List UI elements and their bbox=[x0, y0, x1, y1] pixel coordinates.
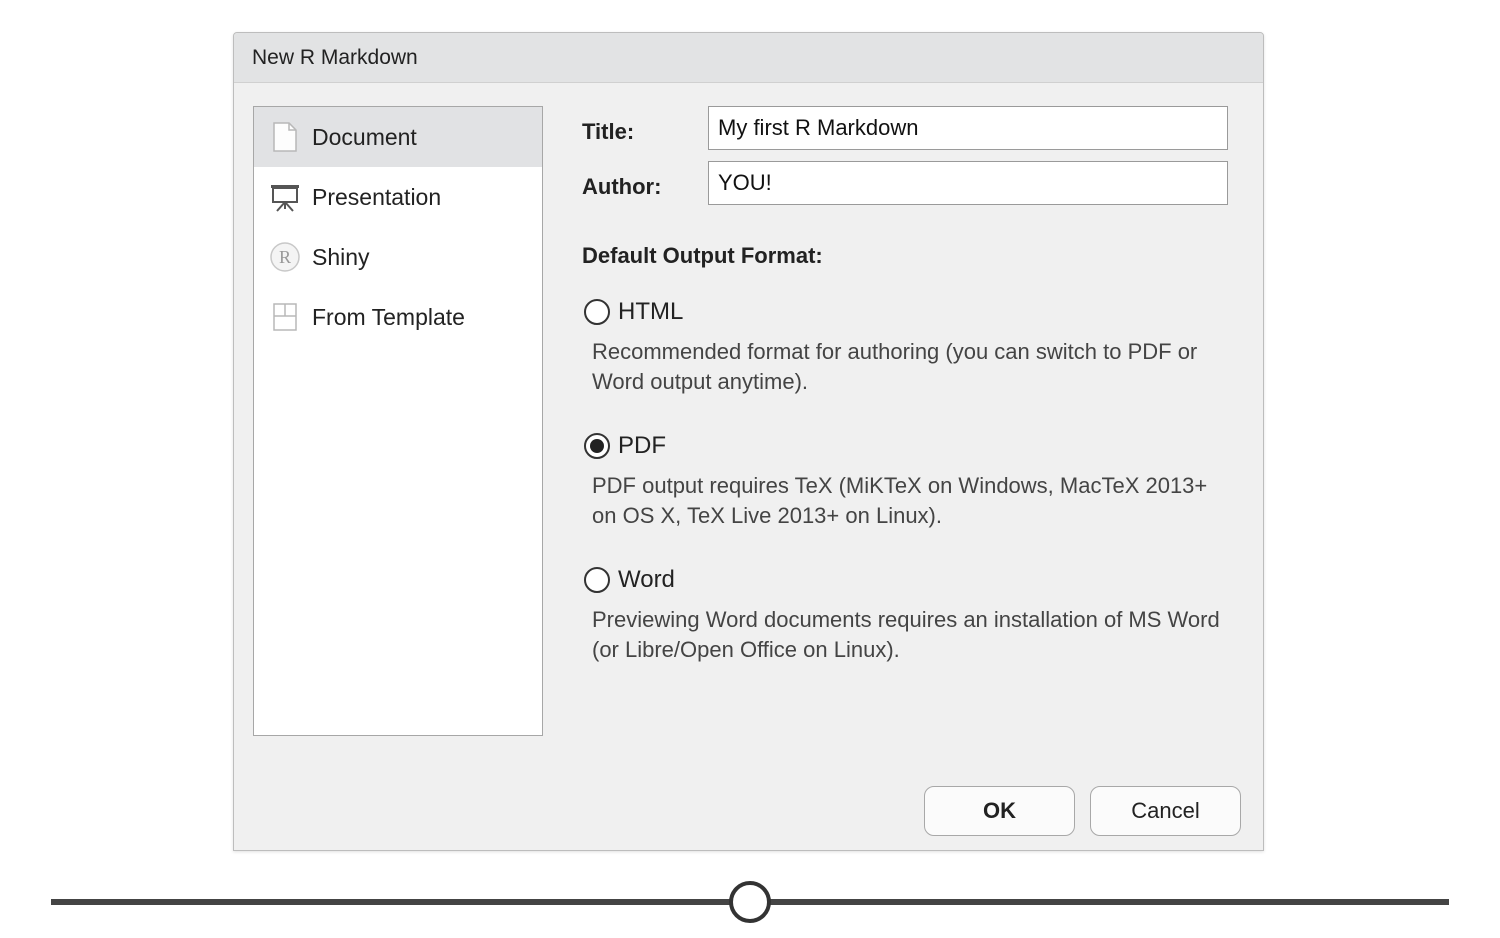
radio-label: HTML bbox=[618, 298, 684, 325]
sidebar-item-from-template[interactable]: From Template bbox=[254, 287, 542, 347]
new-r-markdown-dialog: New R Markdown Document Pres bbox=[233, 32, 1264, 851]
document-icon bbox=[268, 120, 302, 154]
pdf-description: PDF output requires TeX (MiKTeX on Windo… bbox=[592, 473, 1208, 528]
word-description: Previewing Word documents requires an in… bbox=[592, 607, 1220, 662]
sidebar-item-presentation[interactable]: Presentation bbox=[254, 167, 542, 227]
template-type-list: Document Presentation R Shin bbox=[253, 106, 543, 736]
slider-handle[interactable] bbox=[729, 881, 771, 923]
presentation-icon bbox=[268, 180, 302, 214]
radio-dot bbox=[590, 439, 604, 453]
author-label: Author: bbox=[582, 174, 662, 199]
html-description: Recommended format for authoring (you ca… bbox=[592, 339, 1198, 394]
cancel-button[interactable]: Cancel bbox=[1090, 786, 1241, 836]
sidebar-item-shiny[interactable]: R Shiny bbox=[254, 227, 542, 287]
radio-label: PDF bbox=[618, 432, 666, 459]
output-format-heading: Default Output Format: bbox=[582, 243, 823, 268]
author-input[interactable] bbox=[708, 161, 1228, 205]
sidebar-item-label: Presentation bbox=[312, 183, 442, 210]
radio-pdf[interactable]: PDF bbox=[584, 432, 666, 460]
sidebar-item-label: From Template bbox=[312, 303, 465, 330]
title-input[interactable] bbox=[708, 106, 1228, 150]
title-label: Title: bbox=[582, 119, 635, 144]
radio-button[interactable] bbox=[584, 299, 610, 325]
ok-button[interactable]: OK bbox=[924, 786, 1075, 836]
dialog-title: New R Markdown bbox=[234, 33, 1263, 83]
sidebar-item-label: Shiny bbox=[312, 243, 370, 270]
shiny-r-icon: R bbox=[268, 240, 302, 274]
radio-button[interactable] bbox=[584, 567, 610, 593]
sidebar-item-document[interactable]: Document bbox=[254, 107, 542, 167]
radio-button-selected[interactable] bbox=[584, 433, 610, 459]
radio-word[interactable]: Word bbox=[584, 566, 675, 594]
radio-label: Word bbox=[618, 566, 675, 593]
sidebar-item-label: Document bbox=[312, 123, 417, 150]
radio-html[interactable]: HTML bbox=[584, 298, 683, 326]
svg-text:R: R bbox=[279, 247, 291, 267]
template-icon bbox=[268, 300, 302, 334]
